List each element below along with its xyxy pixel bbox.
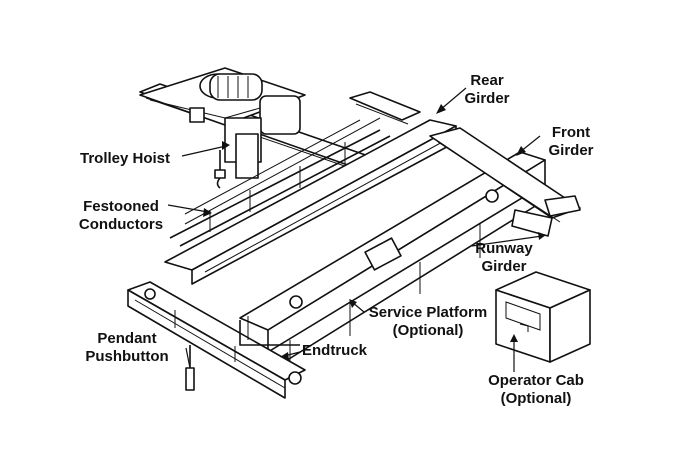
label-runway-girder: Runway Girder <box>475 240 533 275</box>
label-festooned-conductors: Festooned Conductors <box>78 198 164 233</box>
label-rear-girder: Rear Girder <box>464 72 510 107</box>
endtruck <box>127 281 306 399</box>
label-trolley-hoist: Trolley Hoist <box>80 150 171 167</box>
service-platform <box>239 316 300 346</box>
trolley-hoist <box>139 67 306 189</box>
festooned-conductors <box>169 117 391 247</box>
leader-lines <box>167 87 546 372</box>
runway-girder <box>429 127 581 237</box>
operator-cab <box>495 271 591 363</box>
label-endtruck: Endtruck <box>302 342 368 359</box>
rear-girder <box>164 119 457 285</box>
label-service-platform: Service Platform (Optional) <box>368 304 488 339</box>
label-operator-cab: Operator Cab (Optional) <box>488 372 584 407</box>
label-front-girder: Front Girder <box>548 124 594 159</box>
label-pendant-pushbutton: Pendant Pushbutton <box>85 330 169 365</box>
front-girder <box>239 151 546 373</box>
